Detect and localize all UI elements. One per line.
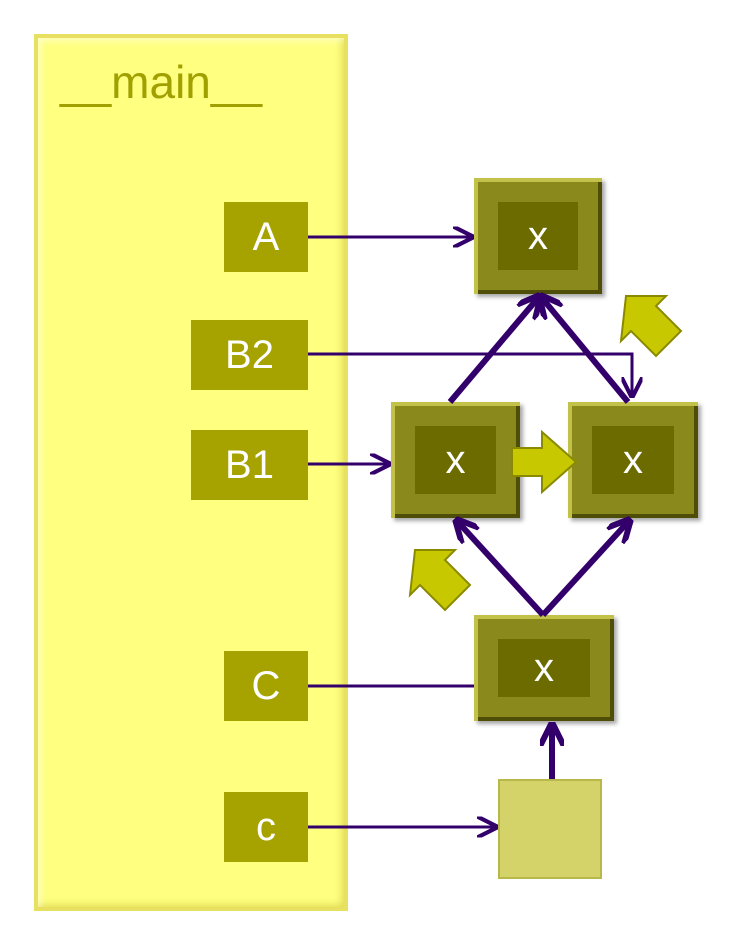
object-node-right-attr: x xyxy=(592,426,674,494)
object-node-bottom: x xyxy=(474,615,614,721)
object-node-bottom-attr: x xyxy=(498,639,590,697)
object-node-left-attr: x xyxy=(415,426,496,494)
lookup-order-arrow-up-right xyxy=(619,295,683,358)
inheritance-arrow-bottom-to-right xyxy=(540,522,628,618)
inheritance-arrow-left-to-top xyxy=(447,298,538,404)
object-node-top-attr: x xyxy=(498,202,578,270)
inheritance-arrow-right-to-top xyxy=(542,298,631,404)
variable-label-a: A xyxy=(224,202,308,272)
instance-node xyxy=(500,781,600,877)
object-node-top: x xyxy=(474,178,602,294)
lookup-order-arrow-right xyxy=(511,429,578,495)
main-frame-title: __main__ xyxy=(60,56,263,108)
variable-label-b1: B1 xyxy=(191,430,308,500)
variable-label-c-class: C xyxy=(224,651,308,721)
variable-label-c-instance: c xyxy=(224,792,308,862)
reference-arrow-b2 xyxy=(308,352,632,396)
object-node-left: x xyxy=(391,402,520,518)
variable-label-b2: B2 xyxy=(191,320,308,390)
object-node-right: x xyxy=(568,402,698,518)
inheritance-arrow-bottom-to-left xyxy=(458,522,546,618)
lookup-order-arrow-up-left xyxy=(408,549,472,612)
